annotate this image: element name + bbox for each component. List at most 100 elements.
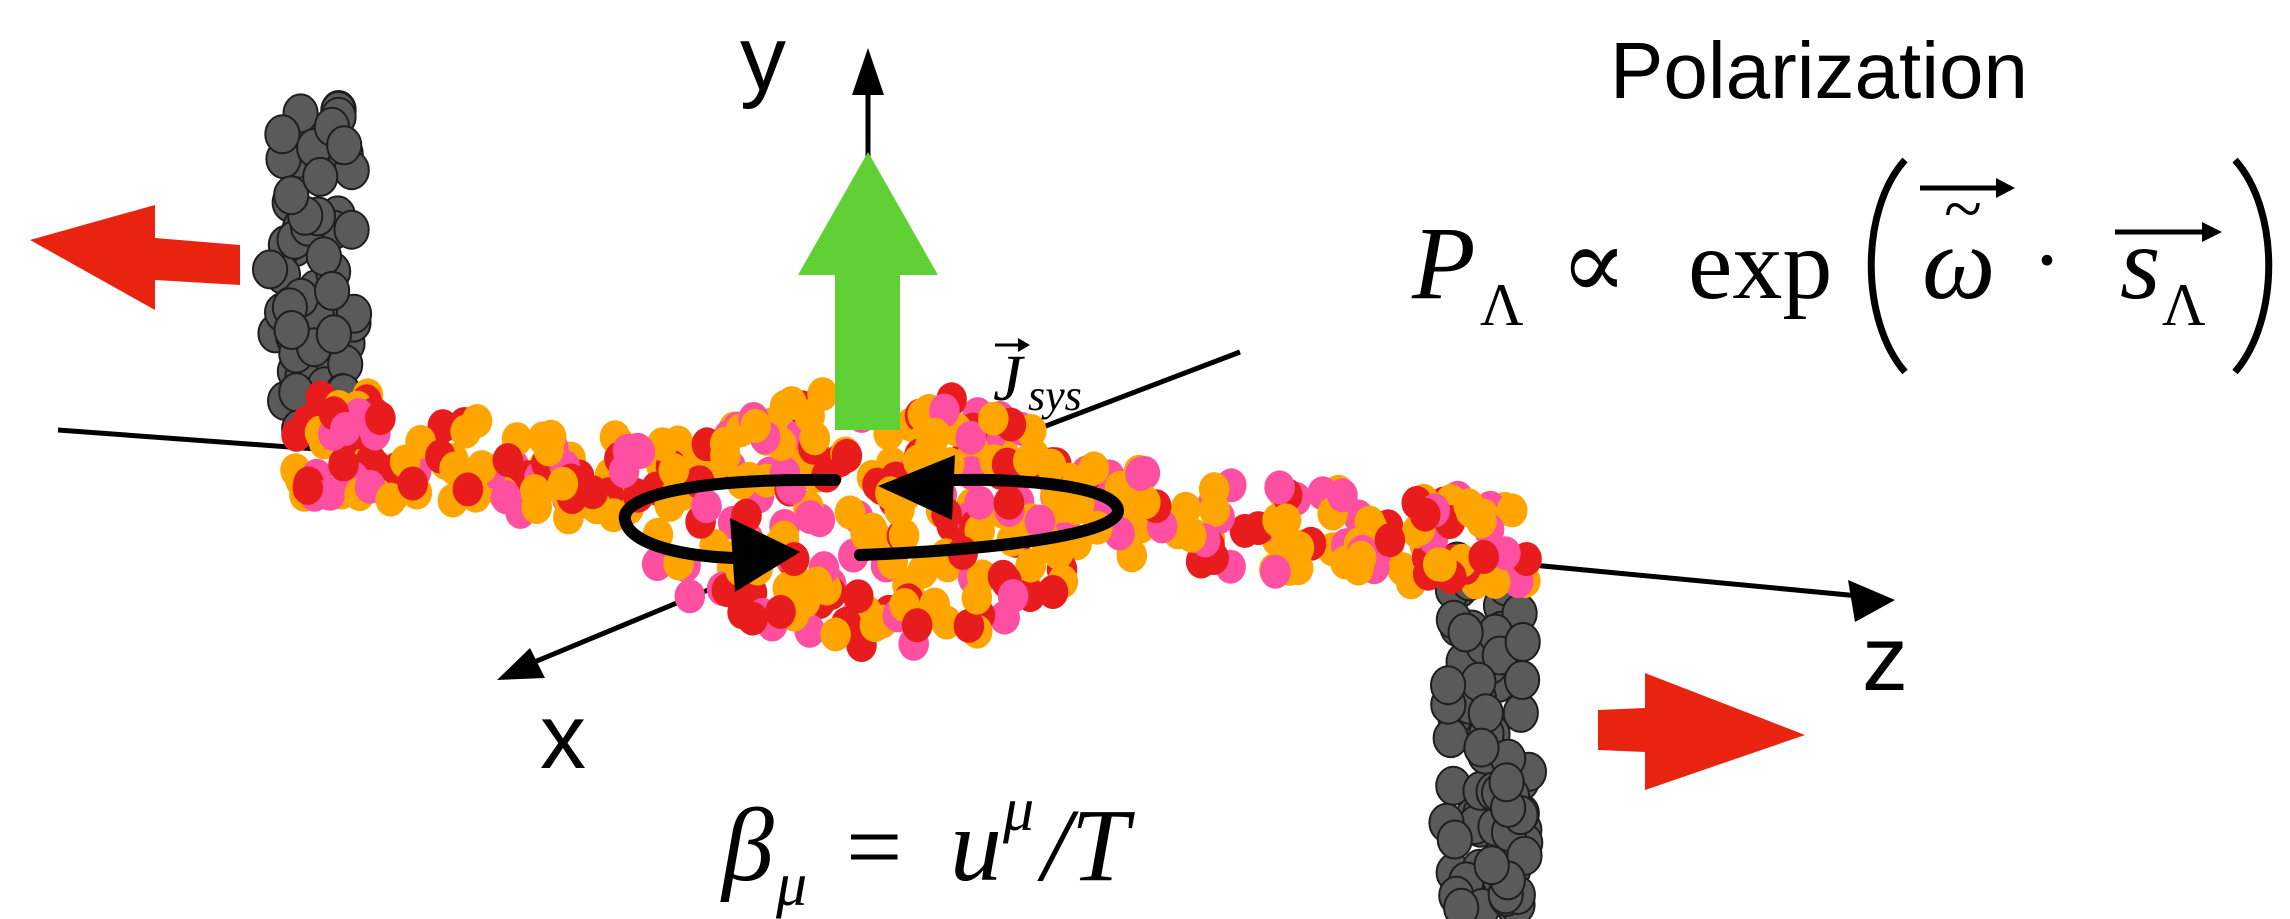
participant-nucleon [641,547,673,582]
formula-omega: ω [1922,206,1995,321]
formula-s-subscript: Λ [2162,272,2206,338]
arrow-left-icon [30,205,240,310]
arrow-right-icon [1598,673,1805,790]
participant-nucleon [492,443,524,478]
z-axis-arrowhead [1848,580,1895,622]
participant-nucleon [710,438,741,473]
participant-nucleon [765,594,796,629]
participant-nucleon [1130,485,1161,520]
z-axis-label: z [1862,608,1908,710]
arrow-up-icon [798,152,938,430]
participant-nucleon [1198,472,1230,507]
u-symbol: u [950,788,1002,903]
formula-left-paren [1867,157,1908,375]
participant-nucleon [978,401,1009,436]
formula-s: s [2120,206,2160,321]
participant-nucleon [519,474,551,509]
participant-nucleon [533,432,564,467]
participant-nucleon [328,447,359,482]
participant-nucleon [920,417,951,452]
spectator-nucleon [305,236,342,277]
y-axis-arrowhead [852,48,884,95]
formula-P-subscript: Λ [1480,272,1524,338]
spectator-nucleon [1463,727,1500,768]
spectator-nucleon [273,310,310,350]
spectator-nucleon [1447,612,1484,653]
spectator-nucleon [273,175,310,216]
participant-nucleon [955,420,987,455]
equals-sign: = [846,791,902,902]
beta-symbol: β [720,788,774,903]
formula-omega-tilde: ~ [1944,171,1982,248]
participant-nucleon [1409,497,1441,532]
participant-nucleon [1327,478,1358,513]
participant-nucleon [901,608,933,643]
participant-nucleon [888,518,920,553]
polarization-formula: P Λ ∝ exp ω ~ · s Λ [1411,157,2273,375]
participant-nucleon [1260,554,1291,589]
x-axis-arrowhead [497,648,545,680]
participant-nucleon [330,412,361,446]
participant-nucleon [799,421,831,456]
rotation-arrow-icon [618,455,1124,592]
spectator-nucleon [1430,665,1467,706]
participant-nucleon [1468,540,1499,574]
formula-dot: · [2032,211,2062,310]
beam-line-left [57,427,331,453]
spectator-nucleon [1436,819,1473,860]
formula-right-paren [2232,157,2273,375]
participant-nucleon [737,601,768,636]
participant-nucleon [452,472,484,507]
spectator-nucleon [326,125,363,166]
participant-nucleon [624,435,656,469]
spectator-nucleon [302,156,339,197]
participant-nucleon [375,482,407,517]
u-superscript: μ [1002,776,1034,844]
rotation-arrowhead-back [878,455,955,520]
participant-nucleon [1264,470,1295,505]
participant-nucleon [490,480,522,515]
participant-nucleon [1035,448,1067,483]
formula-s-vector-head [2202,222,2222,242]
spectator-nucleon [1432,718,1469,759]
participant-nucleon [1455,493,1487,528]
participant-nucleon [820,617,851,652]
participant-nucleon [831,438,863,473]
angular-momentum-label: J sys [993,338,1082,420]
j-vector-head [1018,338,1030,352]
formula-P: P [1411,206,1476,321]
participant-nucleon [365,401,396,436]
formula-propto: ∝ [1560,209,1628,320]
participant-nucleon [740,408,771,443]
participant-nucleon [292,470,324,505]
participant-nucleon [674,579,706,614]
participant-nucleon [1125,457,1156,491]
participant-nucleon [691,489,722,524]
rotation-arrowhead-front [730,518,800,592]
participant-nucleon [850,516,881,551]
spectator-nucleon [1488,762,1525,803]
participant-nucleon [1037,575,1069,609]
participant-nucleon [1266,507,1298,542]
participant-nucleon [658,453,690,488]
spectator-nucleon [252,249,289,290]
participant-nucleon [1496,493,1528,528]
formula-exp: exp [1688,209,1832,320]
participant-nucleon [997,579,1029,613]
j-subscript: sys [1028,371,1082,420]
formula-omega-vector-head [1996,178,2015,198]
participant-nucleon [964,513,995,548]
spectator-nucleon [1443,887,1480,919]
participant-nucleon [461,404,493,438]
spectator-nucleon [1504,660,1541,700]
rotation-front-arc [854,473,1124,561]
spectator-nucleon [314,270,351,311]
spectator-nucleon [1467,693,1504,734]
spectator-nucleon [1504,622,1541,662]
participant-nucleon [1013,443,1044,478]
spectator-nucleon [1473,845,1510,886]
participant-nucleon [993,485,1025,520]
spectator-nucleon [315,314,352,355]
beta-subscript: μ [775,851,807,919]
